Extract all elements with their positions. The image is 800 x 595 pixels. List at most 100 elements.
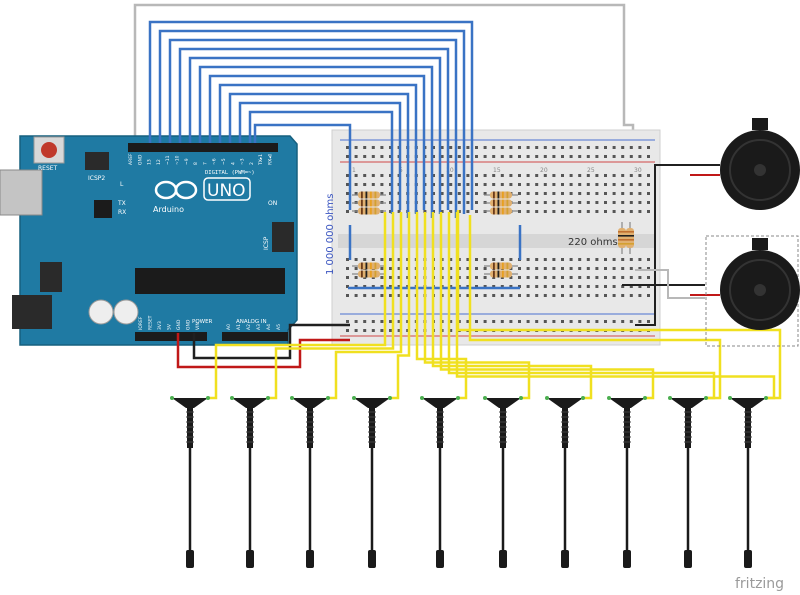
probe-contact — [230, 396, 234, 400]
probe-grip — [369, 408, 375, 448]
breadboard-hole — [621, 267, 625, 270]
breadboard-hole — [466, 258, 470, 261]
resistor-band — [493, 191, 495, 199]
uno-label: UNO — [207, 181, 246, 201]
breadboard-hole — [578, 174, 582, 177]
buzzer-wire-black — [635, 164, 720, 326]
breadboard-hole — [475, 183, 478, 186]
blue-signal-wires — [148, 20, 522, 290]
resistor-band — [365, 262, 368, 270]
probe-grip — [437, 408, 443, 448]
breadboard-hole — [518, 192, 521, 195]
resistor-band — [374, 191, 377, 199]
arduino-logo-icon — [154, 180, 198, 200]
yellow-wire — [415, 212, 468, 400]
resistor-band — [365, 191, 368, 199]
digital-pin-label: 12 — [156, 159, 162, 165]
breadboard-hole — [647, 276, 650, 279]
breadboard-hole — [621, 258, 625, 261]
breadboard-hole — [535, 267, 539, 270]
reset-label: RESET — [38, 165, 58, 172]
yellow-wire — [268, 212, 395, 400]
breadboard-hole — [526, 192, 530, 195]
breadboard-column-label: 30 — [634, 167, 642, 174]
probe-contact — [728, 396, 732, 400]
breadboard-hole — [561, 276, 564, 279]
yellow-wire — [328, 212, 403, 400]
breadboard-hole — [543, 146, 547, 149]
breadboard-hole — [612, 285, 616, 288]
breadboard-hole — [440, 155, 444, 158]
breadboard-hole — [604, 258, 607, 261]
breadboard-hole — [346, 294, 349, 297]
breadboard-hole — [371, 320, 375, 323]
probe-contact — [266, 396, 270, 400]
breadboard-column-label: 15 — [493, 167, 501, 174]
breadboard-hole — [500, 294, 504, 297]
touch-probe — [290, 396, 330, 568]
breadboard-hole — [354, 146, 358, 149]
breadboard-hole — [457, 267, 461, 270]
resistor-band — [374, 262, 377, 270]
breadboard-hole — [526, 320, 530, 323]
breadboard-hole — [586, 174, 590, 177]
breadboard-hole — [612, 192, 616, 195]
breadboard-hole — [457, 285, 461, 288]
analog-pin-label: A0 — [226, 324, 232, 330]
breadboard-hole — [423, 210, 427, 213]
breadboard-hole — [380, 267, 384, 270]
breadboard-hole — [457, 183, 461, 186]
breadboard-hole — [535, 258, 539, 261]
breadboard-hole — [552, 146, 556, 149]
blue-wire — [168, 38, 458, 218]
probe-head — [670, 398, 706, 408]
breadboard-hole — [475, 276, 478, 279]
breadboard-hole — [518, 146, 521, 149]
breadboard-hole — [346, 267, 349, 270]
breadboard-hole — [647, 155, 650, 158]
touch-probes — [170, 396, 768, 568]
blue-wire — [188, 56, 442, 214]
breadboard-hole — [449, 267, 453, 270]
breadboard-hole — [346, 258, 349, 261]
breadboard-hole — [638, 267, 642, 270]
breadboard-hole — [552, 285, 556, 288]
breadboard-hole — [380, 258, 384, 261]
breadboard-hole — [380, 285, 384, 288]
breadboard-hole — [475, 146, 478, 149]
probe-head — [730, 398, 766, 408]
touch-probe — [420, 396, 460, 568]
breadboard-hole — [466, 285, 470, 288]
breadboard-hole — [483, 174, 487, 177]
resistor-band — [626, 239, 634, 241]
breadboard-hole — [612, 183, 616, 186]
breadboard-hole — [492, 258, 496, 261]
resistors — [352, 191, 634, 278]
breadboard-hole — [457, 192, 461, 195]
breadboard-hole — [629, 267, 633, 270]
breadboard-hole — [638, 183, 642, 186]
breadboard-hole — [397, 258, 401, 261]
resistor-band — [497, 191, 500, 199]
probe-contact — [483, 396, 487, 400]
breadboard-hole — [346, 210, 349, 213]
resistor — [626, 222, 634, 254]
analog-header — [222, 332, 288, 341]
buzzer-wire-gray — [635, 269, 705, 299]
breadboard-hole — [561, 192, 564, 195]
breadboard-hole — [492, 294, 496, 297]
breadboard-hole — [432, 146, 435, 149]
power-pin-label: 3V3 — [157, 321, 163, 330]
breadboard-hole — [509, 294, 513, 297]
breadboard-hole — [475, 320, 478, 323]
reset-button[interactable] — [41, 142, 57, 158]
breadboard-hole — [509, 183, 513, 186]
breadboard-hole — [543, 192, 547, 195]
resistor — [352, 207, 386, 215]
breadboard-hole — [475, 294, 478, 297]
breadboard-hole — [621, 320, 625, 323]
yellow-sensor-wires — [208, 210, 782, 400]
breadboard-hole — [354, 285, 358, 288]
piezo-buzzer — [720, 118, 800, 210]
